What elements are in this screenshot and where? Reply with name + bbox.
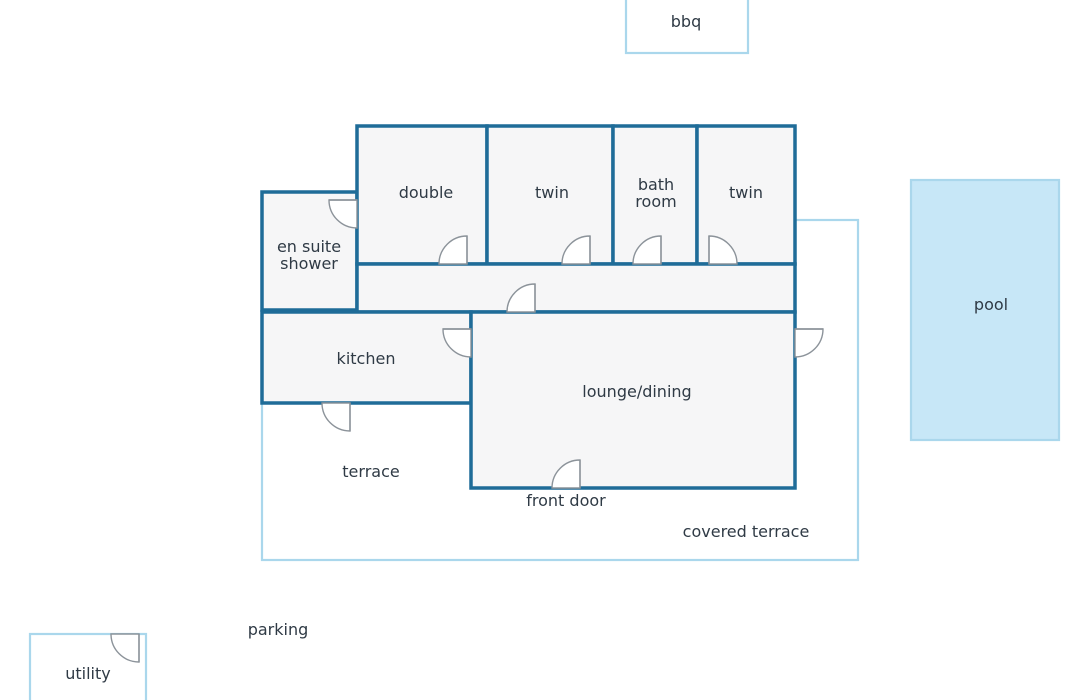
door-double [438, 235, 468, 265]
door-lounge-hall [506, 283, 536, 313]
ensuite-label-line1: en suite [277, 237, 341, 256]
terrace-label: terrace [342, 462, 399, 481]
twin-right-label: twin [729, 183, 763, 202]
door-ensuite [328, 199, 358, 229]
utility-label: utility [65, 664, 111, 683]
lounge-dining-room [469, 310, 797, 490]
bbq-label: bbq [671, 12, 701, 31]
double-label: double [399, 183, 454, 202]
bathroom-label-line2: room [635, 192, 676, 211]
door-twin-right [708, 235, 738, 265]
bbq-area [624, 0, 750, 55]
covered-terrace-label: covered terrace [683, 522, 810, 541]
door-kitchen-terrace [321, 402, 351, 432]
kitchen-label: kitchen [337, 349, 396, 368]
door-bathroom [632, 235, 662, 265]
twin-room-left [485, 124, 615, 266]
front-door-label: front door [526, 491, 606, 510]
door-utility [110, 633, 140, 663]
ensuite-label-line2: shower [280, 254, 338, 273]
parking-label: parking [248, 620, 309, 639]
pool-area [909, 178, 1061, 442]
door-twin-left [561, 235, 591, 265]
door-kitchen-lounge [442, 328, 472, 358]
bathroom-label-line1: bath [638, 175, 674, 194]
pool-label: pool [974, 295, 1008, 314]
door-front [551, 459, 581, 489]
hallway [355, 262, 797, 314]
kitchen-room [260, 310, 473, 405]
lounge-dining-label: lounge/dining [582, 382, 691, 401]
door-lounge-terrace [794, 328, 824, 358]
twin-left-label: twin [535, 183, 569, 202]
utility-room [28, 632, 148, 700]
